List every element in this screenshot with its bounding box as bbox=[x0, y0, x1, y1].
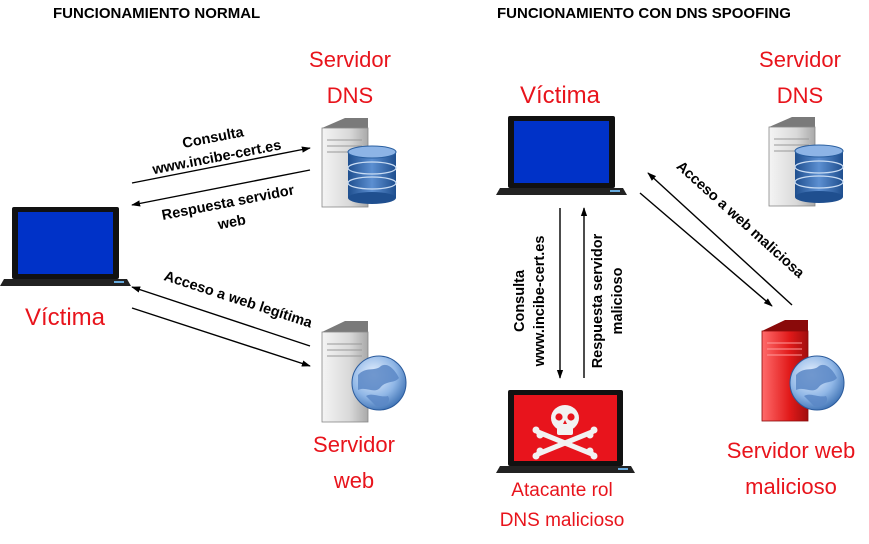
arrow-label-response-line2: malicioso bbox=[610, 267, 626, 335]
dns-server-label-line2: DNS bbox=[326, 83, 374, 108]
dns-server-label-right: Servidor DNS bbox=[740, 42, 860, 114]
victim-laptop-left bbox=[0, 207, 131, 286]
arrow-label-response-line1: Respuesta servidor bbox=[590, 233, 606, 369]
web-server-label-left: Servidor web bbox=[294, 427, 414, 499]
right-arrows bbox=[556, 172, 793, 379]
skull-icon bbox=[532, 405, 598, 460]
web-server-label-line1: Servidor bbox=[313, 432, 395, 457]
database-icon bbox=[347, 145, 397, 204]
victim-laptop-right bbox=[496, 116, 627, 195]
arrow-label-query-line1: Consulta bbox=[512, 269, 528, 333]
web-server-left bbox=[321, 321, 407, 423]
victim-label-right: Víctima bbox=[519, 82, 600, 109]
malicious-web-server bbox=[761, 320, 845, 422]
dns-server-right bbox=[768, 117, 844, 207]
malicious-web-server-label: Servidor web malicioso bbox=[716, 433, 866, 505]
malicious-web-label-line2: malicioso bbox=[745, 474, 837, 499]
attacker-laptop bbox=[496, 390, 635, 473]
left-panel-heading: FUNCIONAMIENTO NORMAL bbox=[53, 5, 261, 22]
dns-server-label-line1: Servidor bbox=[759, 47, 841, 72]
malicious-web-label-line1: Servidor web bbox=[726, 438, 856, 463]
arrow-label-query-line2: www.incibe-cert.es bbox=[532, 235, 548, 367]
dns-server-label-line2: DNS bbox=[776, 83, 824, 108]
web-server-label-line2: web bbox=[333, 468, 375, 493]
arrow-label-response-right: Respuesta servidor malicioso bbox=[588, 216, 628, 386]
right-panel-heading: FUNCIONAMIENTO CON DNS SPOOFING bbox=[497, 5, 791, 22]
arrow-label-query-right: Consulta www.incibe-cert.es bbox=[510, 216, 550, 386]
victim-label-left: Víctima bbox=[24, 304, 105, 331]
globe-icon bbox=[789, 355, 845, 411]
attacker-label: Atacante rol DNS malicioso bbox=[487, 476, 637, 536]
dns-server-label-left: Servidor DNS bbox=[290, 42, 410, 114]
dns-server-left bbox=[321, 118, 397, 208]
dns-server-label-line1: Servidor bbox=[309, 47, 391, 72]
left-arrows bbox=[131, 146, 311, 367]
globe-icon bbox=[351, 355, 407, 411]
attacker-label-line2: DNS malicioso bbox=[499, 510, 625, 531]
attacker-label-line1: Atacante rol bbox=[511, 480, 613, 501]
database-icon bbox=[794, 144, 844, 203]
